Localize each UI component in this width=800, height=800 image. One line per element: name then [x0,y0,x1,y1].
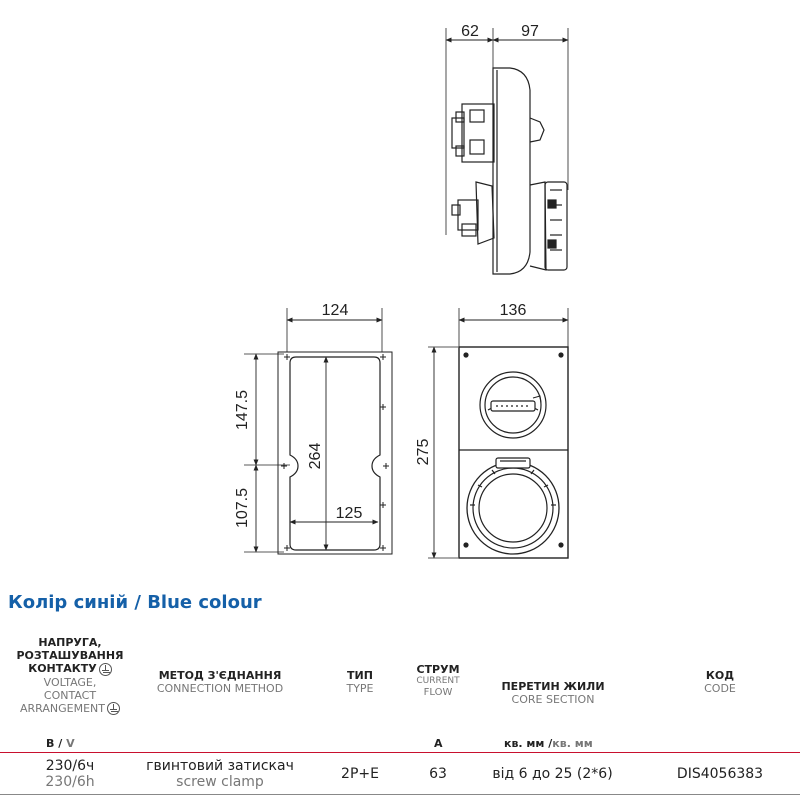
header-voltage-ua-2: РОЗТАШУВАННЯ [16,649,124,662]
header-voltage-ua-1: НАПРУГА, [38,636,102,649]
table-rule-top [0,752,800,753]
cell-flow: 63 [429,766,447,782]
cell-voltage-ua: 230/6ч [45,758,95,774]
header-voltage-ua-3: КОНТАКТУ [28,662,97,675]
cell-voltage: 230/6ч 230/6h [0,758,140,790]
header-flow-en-1: CURRENT [416,676,460,686]
colour-heading: Колір синій / Blue colour [8,592,262,613]
technical-drawings: 62 97 124 147.5 107.5 264 1 [234,23,569,559]
unit-section-en: кв. мм [552,737,593,750]
mount-dim-inner: 125 [336,505,363,522]
front-view-drawing [428,308,569,559]
header-type-ua: ТИП [347,669,373,682]
header-section-en: CORE SECTION [511,693,595,706]
cell-method: гвинтовий затискач screw clamp [130,758,310,790]
header-flow-ua: СТРУМ [416,663,460,676]
cell-section: від 6 до 25 (2*6) [492,766,613,782]
mount-dim-height: 264 [307,443,324,470]
header-voltage-en-3: ARRANGEMENT [20,701,105,715]
header-type-en: TYPE [346,682,374,695]
header-section-ua: ПЕРЕТИН ЖИЛИ [501,680,605,693]
side-view-drawing [445,28,569,275]
mounting-view-drawing [244,308,393,555]
cell-type: 2P+E [341,766,379,782]
header-type: ТИП TYPE [325,669,395,695]
side-dim-front: 97 [521,23,539,40]
header-voltage-en-2: CONTACT [43,688,97,702]
earth-symbol-icon [106,702,120,715]
header-flow-en-2: FLOW [423,687,453,698]
cell-voltage-en: 230/6h [45,774,95,790]
mount-dim-lower: 107.5 [234,488,251,528]
unit-flow: A [434,737,443,750]
units-voltage: В / V [46,737,75,750]
header-code-en: CODE [704,682,736,695]
cell-method-en: screw clamp [176,774,264,790]
mount-dim-width: 124 [322,302,349,319]
header-method-en: CONNECTION METHOD [156,682,284,695]
header-voltage: НАПРУГА, РОЗТАШУВАННЯ КОНТАКТУ VOLTAGE, … [0,636,140,715]
header-method: МЕТОД З'ЄДНАННЯ CONNECTION METHOD [135,669,305,695]
cell-code: DIS4056383 [676,766,764,782]
header-flow: СТРУМ CURRENT FLOW [403,663,473,698]
header-voltage-en-1: VOLTAGE, [43,675,97,689]
header-code: КОД CODE [665,669,775,695]
unit-section-ua: кв. мм [504,737,545,750]
side-dim-depth: 62 [461,23,479,40]
header-code-ua: КОД [705,669,735,682]
unit-voltage-ua: В [46,737,55,750]
unit-voltage-en: V [66,737,75,750]
earth-symbol-icon [98,662,112,676]
front-dim-height: 275 [415,439,432,466]
mount-dim-upper: 147.5 [234,390,251,430]
header-method-ua: МЕТОД З'ЄДНАННЯ [158,669,282,682]
front-dim-width: 136 [500,302,527,319]
cell-method-ua: гвинтовий затискач [146,758,294,774]
table-rule-bottom [0,794,800,795]
units-section: кв. мм /кв. мм [504,737,593,750]
header-section: ПЕРЕТИН ЖИЛИ CORE SECTION [478,680,628,706]
